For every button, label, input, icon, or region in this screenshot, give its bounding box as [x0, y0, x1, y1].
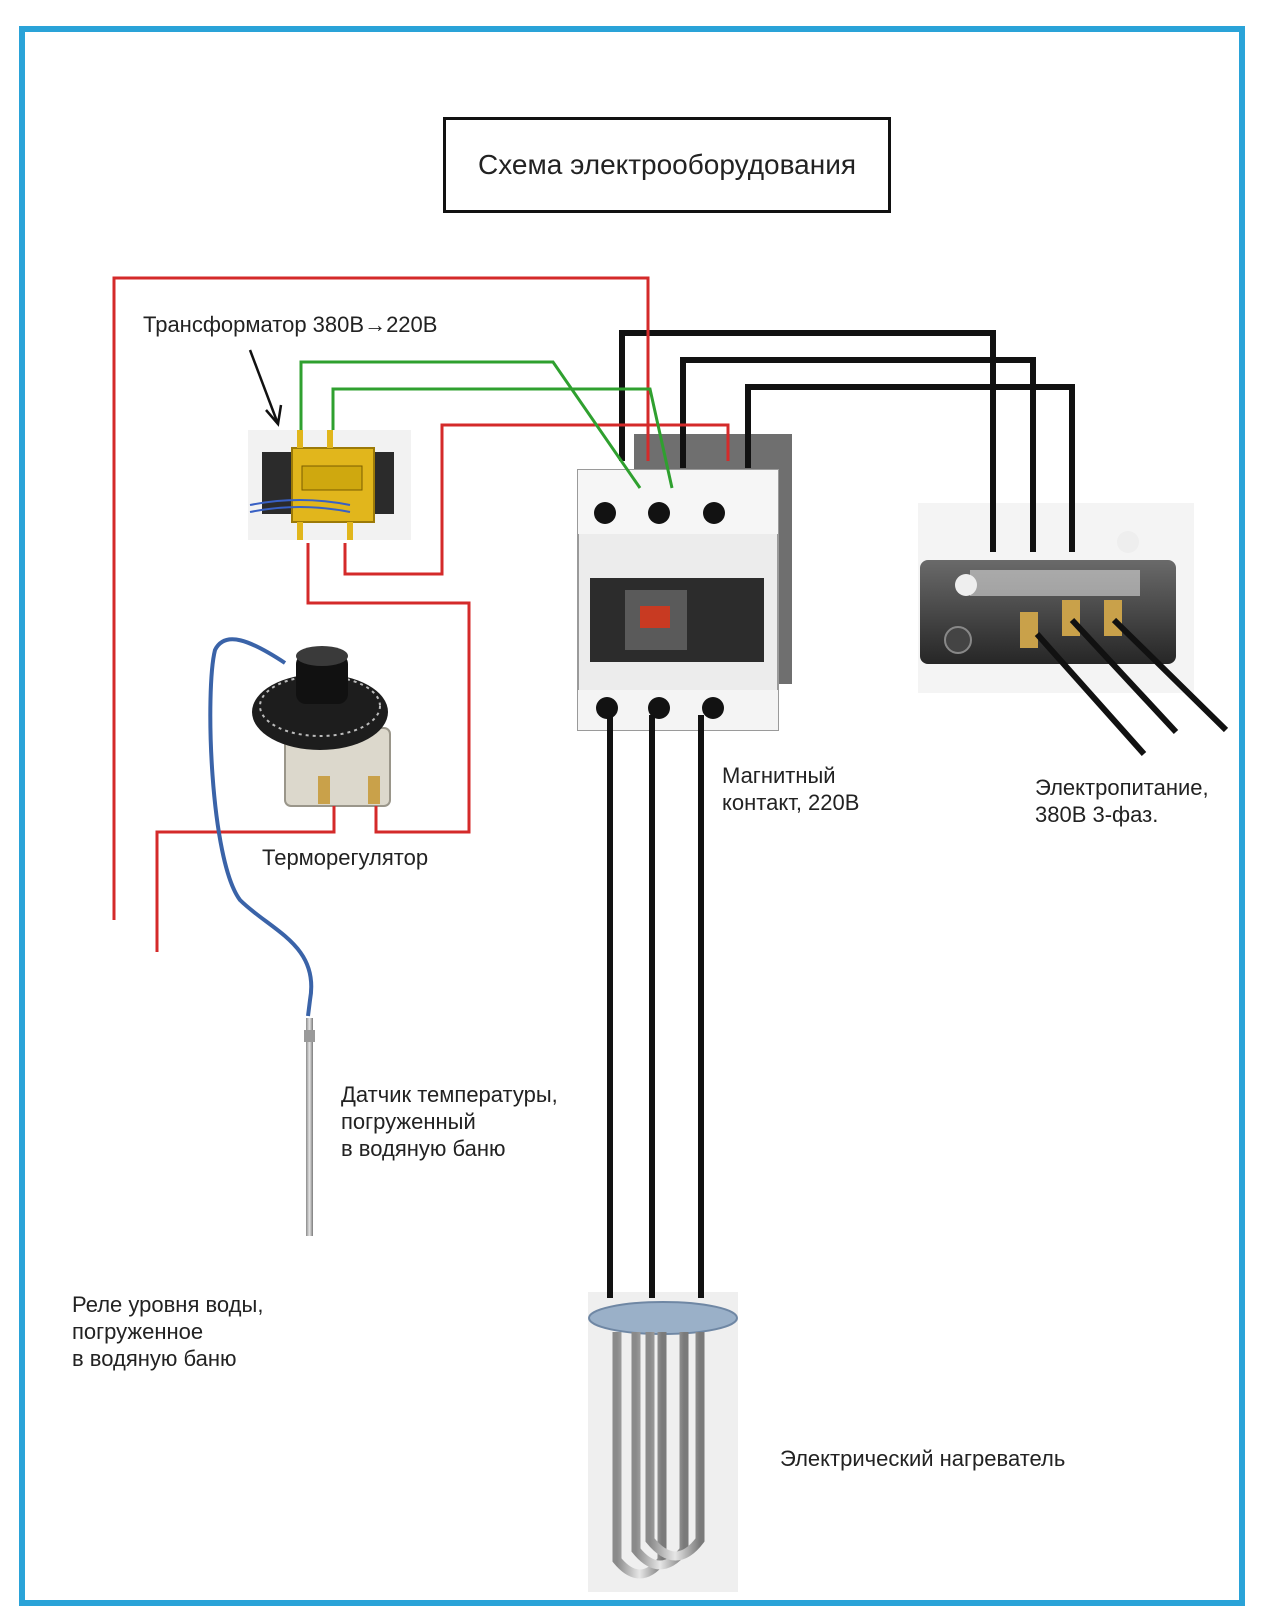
diagram-title: Схема электрооборудования — [443, 117, 891, 213]
power-wires-in — [619, 330, 1075, 552]
contactor-icon — [577, 434, 792, 731]
contactor-label: Магнитный контакт, 220В — [722, 763, 860, 815]
thermostat-label: Терморегулятор — [262, 845, 429, 870]
power-supply-label: Электропитание, 380В 3-фаз. — [1035, 775, 1209, 827]
heater-wires — [607, 715, 704, 1298]
temperature-sensor-label: Датчик температуры, погруженный в водяну… — [341, 1082, 558, 1161]
supply-leads — [1034, 617, 1229, 756]
transformer-label: Трансформатор 380В→220В — [143, 312, 438, 337]
border-frame — [19, 26, 1245, 1606]
transformer-icon — [248, 430, 411, 540]
terminal-block-icon — [918, 503, 1194, 693]
sensor-capillary — [208, 637, 314, 1017]
thermostat-icon — [252, 646, 391, 807]
coil-wires — [299, 360, 674, 489]
temperature-probe-icon — [304, 1018, 315, 1236]
transformer-pointer-arrow — [248, 349, 283, 427]
water-level-relay-label: Реле уровня воды, погруженное в водяную … — [72, 1292, 264, 1371]
heater-label: Электрический нагреватель — [780, 1446, 1066, 1471]
control-wires — [112, 276, 730, 952]
heater-element-icon — [588, 1292, 738, 1592]
